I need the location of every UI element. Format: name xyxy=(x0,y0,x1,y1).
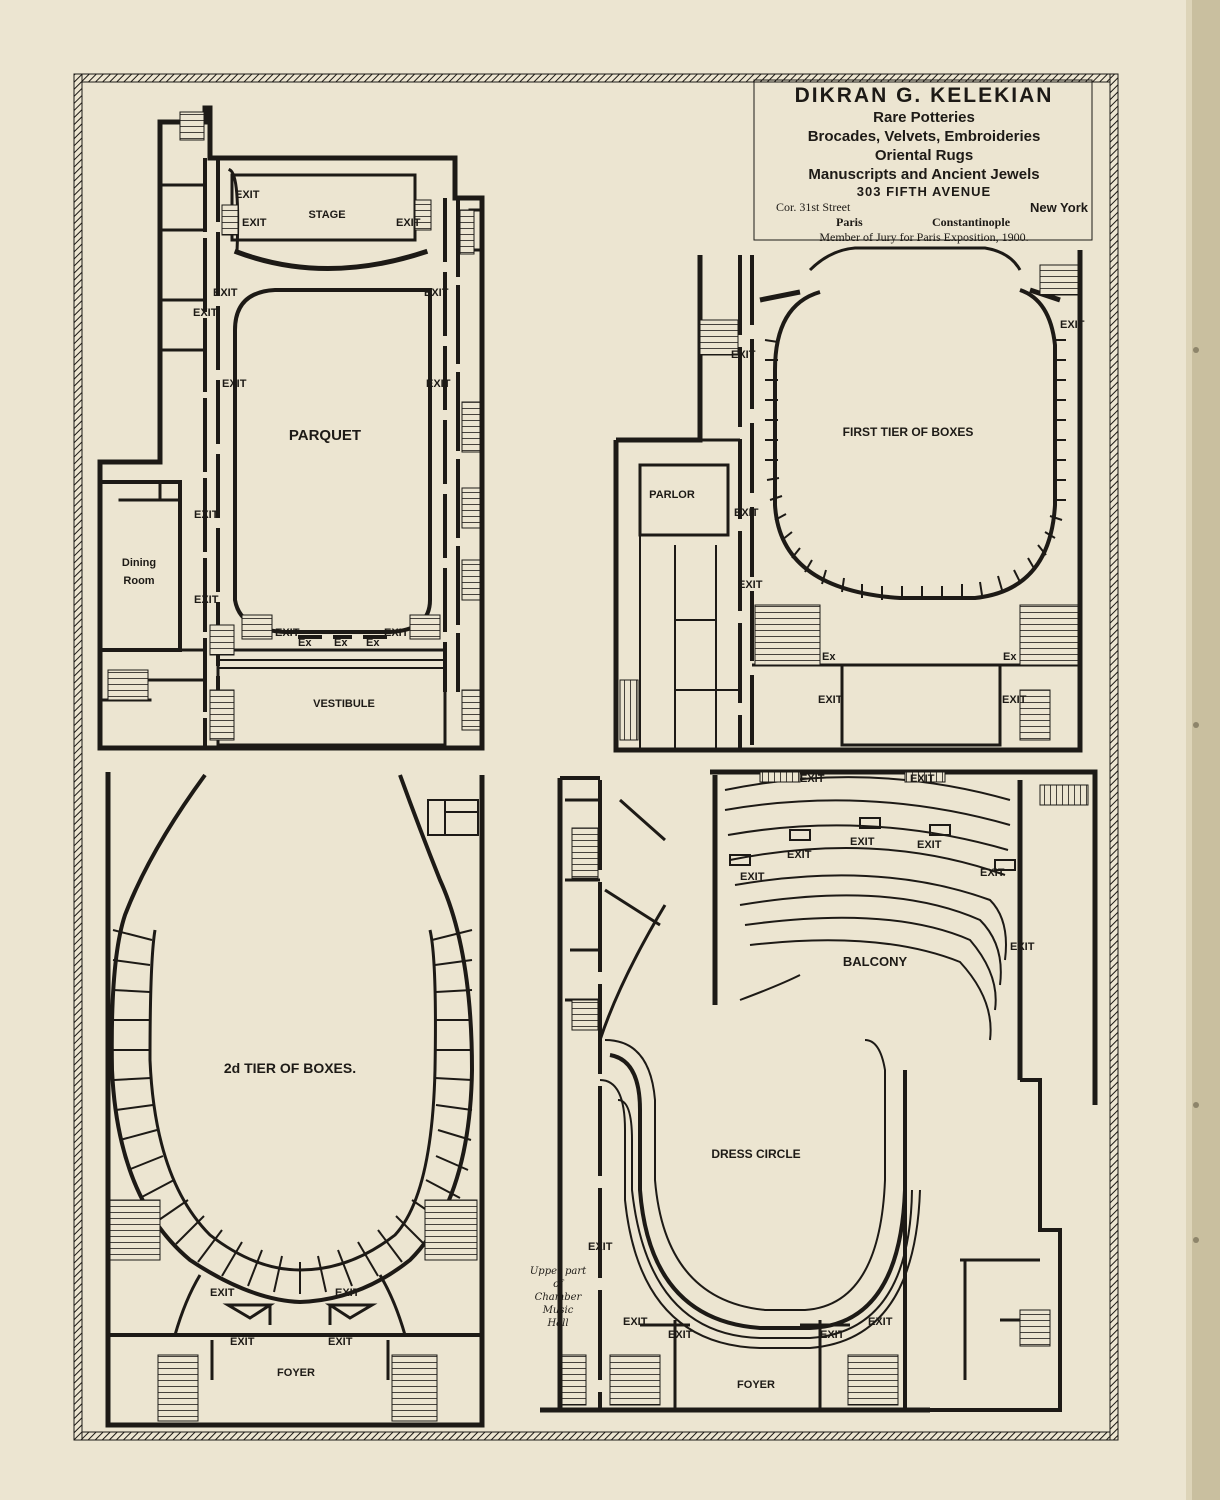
exit-label: EXIT xyxy=(868,1316,893,1328)
ad-street-row: Cor. 31st Street New York xyxy=(756,200,1092,215)
ad-city: New York xyxy=(1029,200,1088,215)
exit-label: EXIT xyxy=(980,867,1005,879)
chamber-hall-note-line4: Music xyxy=(542,1305,574,1316)
exit-label: EXIT xyxy=(230,1336,255,1348)
exit-label: EXIT xyxy=(731,349,756,361)
second-tier-label: 2d TIER OF BOXES. xyxy=(224,1060,356,1076)
exit-label: EXIT xyxy=(328,1336,353,1348)
exit-label: EXIT xyxy=(740,871,765,883)
first-tier-label: FIRST TIER OF BOXES xyxy=(843,425,974,439)
ex-label: Ex xyxy=(1003,651,1017,663)
advertiser-name: DIKRAN G. KELEKIAN xyxy=(794,84,1054,107)
exit-label: EXIT xyxy=(800,773,825,785)
foyer-label: FOYER xyxy=(737,1379,775,1391)
exit-label: EXIT xyxy=(235,189,260,201)
exit-label: EXIT xyxy=(818,694,843,706)
exit-label: EXIT xyxy=(1002,694,1027,706)
kelekian-advertisement: DIKRAN G. KELEKIAN Rare Potteries Brocad… xyxy=(756,80,1092,244)
ad-branches-row: Paris Constantinople xyxy=(756,215,1092,230)
exit-label: EXIT xyxy=(396,217,421,229)
chamber-hall-note-line3: Chamber xyxy=(535,1292,583,1303)
second-tier-plan xyxy=(105,772,485,1428)
chamber-hall-note-line1: Upper part xyxy=(530,1266,587,1277)
ad-line-brocades: Brocades, Velvets, Embroideries xyxy=(807,128,1041,145)
exit-label: EXIT xyxy=(242,217,267,229)
ad-line-potteries: Rare Potteries xyxy=(873,109,975,126)
exit-label: EXIT xyxy=(194,509,219,521)
ad-branch-constantinople: Constantinople xyxy=(932,215,1011,229)
exit-label: EXIT xyxy=(738,579,763,591)
chamber-hall-note-line2: of xyxy=(553,1279,565,1290)
dress-circle-plan xyxy=(540,769,1098,1413)
exit-label: EXIT xyxy=(668,1329,693,1341)
ex-label: Ex xyxy=(366,637,380,649)
exit-label: EXIT xyxy=(194,594,219,606)
exit-label: EXIT xyxy=(426,378,451,390)
ad-box-frame xyxy=(753,79,1093,241)
exit-label: EXIT xyxy=(910,773,935,785)
ex-label: Ex xyxy=(334,637,348,649)
exit-label: EXIT xyxy=(850,836,875,848)
foyer-label: FOYER xyxy=(277,1367,315,1379)
exit-label: EXIT xyxy=(820,1329,845,1341)
page-binding-edge xyxy=(1192,0,1220,1500)
exit-label: EXIT xyxy=(1060,319,1085,331)
page-binding-shadow xyxy=(1186,0,1194,1500)
dining-room-label-line1: Dining xyxy=(122,557,156,569)
balcony-label: BALCONY xyxy=(843,954,908,969)
chamber-hall-note-line5: Hall xyxy=(546,1318,568,1329)
exit-label: EXIT xyxy=(384,627,409,639)
ex-label: Ex xyxy=(822,651,836,663)
exit-label: EXIT xyxy=(623,1316,648,1328)
ad-cross-street: Cor. 31st Street xyxy=(776,200,851,214)
exit-label: EXIT xyxy=(588,1241,613,1253)
exit-label: EXIT xyxy=(193,307,218,319)
exit-label: EXIT xyxy=(734,507,759,519)
decorative-border xyxy=(73,73,1119,1441)
dining-room-label-line2: Room xyxy=(123,575,154,587)
parquet-label: PARQUET xyxy=(289,427,361,444)
dress-circle-label: DRESS CIRCLE xyxy=(711,1147,800,1161)
exit-label: EXIT xyxy=(210,1287,235,1299)
parlor-label: PARLOR xyxy=(649,489,695,501)
exit-label: EXIT xyxy=(787,849,812,861)
exit-label: EXIT xyxy=(917,839,942,851)
exit-label: EXIT xyxy=(1010,941,1035,953)
parquet-plan xyxy=(97,105,485,751)
ad-jury-note: Member of Jury for Paris Exposition, 190… xyxy=(819,230,1029,244)
first-tier-plan xyxy=(613,246,1083,753)
ad-address: 303 FIFTH AVENUE xyxy=(856,184,992,199)
vestibule-label: VESTIBULE xyxy=(313,698,375,710)
binding-marks xyxy=(1193,347,1199,1243)
ad-line-manuscripts: Manuscripts and Ancient Jewels xyxy=(808,166,1040,183)
exit-label: EXIT xyxy=(335,1287,360,1299)
exit-label: EXIT xyxy=(424,287,449,299)
ex-label: Ex xyxy=(298,637,312,649)
ad-line-rugs: Oriental Rugs xyxy=(874,147,974,164)
exit-label: EXIT xyxy=(275,627,300,639)
exit-label: EXIT xyxy=(222,378,247,390)
ad-branch-paris: Paris xyxy=(836,215,863,229)
exit-label: EXIT xyxy=(213,287,238,299)
stage-label: STAGE xyxy=(308,209,345,221)
